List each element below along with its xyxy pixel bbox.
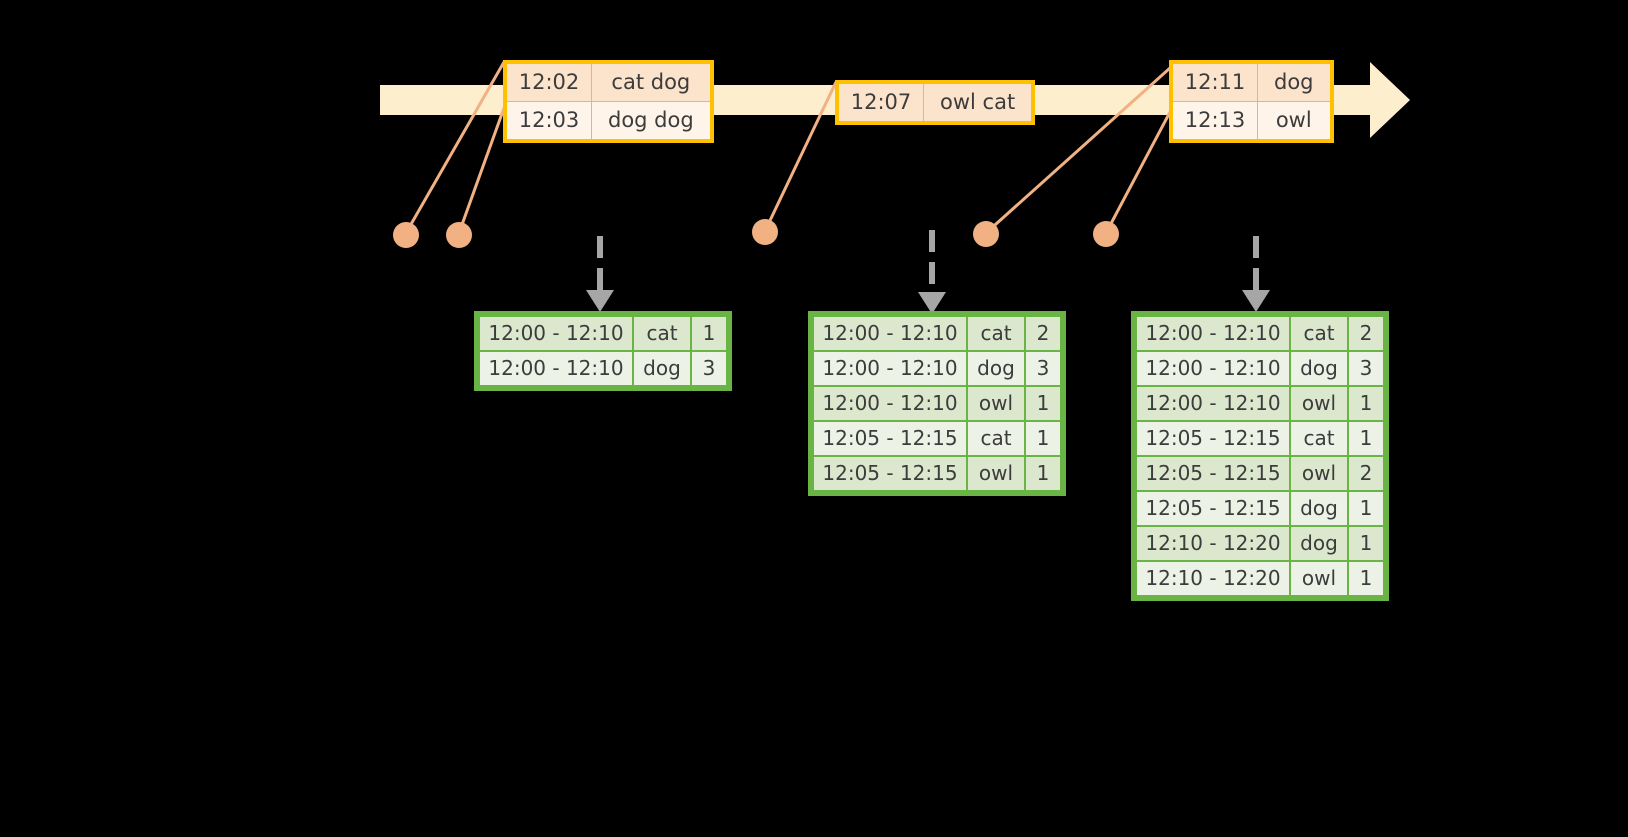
word-cell: owl	[1291, 457, 1347, 490]
window-cell: 12:00 - 12:10	[814, 317, 966, 350]
count-cell: 1	[1349, 562, 1383, 595]
table-row: 12:00 - 12:10 dog 3	[814, 352, 1060, 385]
window-cell: 12:05 - 12:15	[814, 422, 966, 455]
table-row: 12:10 - 12:20 owl 1	[1137, 562, 1383, 595]
window-cell: 12:05 - 12:15	[1137, 422, 1289, 455]
event-dot-3	[752, 219, 778, 245]
event-row: 12:13 owl	[1172, 101, 1331, 140]
result-table-2: 12:00 - 12:10 cat 2 12:00 - 12:10 dog 3 …	[808, 311, 1066, 496]
table-row: 12:00 - 12:10 dog 3	[1137, 352, 1383, 385]
count-cell: 1	[1349, 387, 1383, 420]
count-cell: 1	[1349, 527, 1383, 560]
table-row: 12:00 - 12:10 owl 1	[1137, 387, 1383, 420]
event-time: 12:03	[506, 101, 592, 140]
word-cell: dog	[1291, 352, 1347, 385]
result-arrows	[597, 230, 1259, 294]
event-time: 12:02	[506, 63, 592, 102]
count-cell: 2	[1026, 317, 1060, 350]
event-group-3: 12:11 dog 12:13 owl	[1169, 60, 1334, 143]
event-group-2: 12:07 owl cat	[835, 80, 1036, 125]
window-cell: 12:05 - 12:15	[1137, 457, 1289, 490]
event-words: dog	[1257, 63, 1331, 102]
event-words: owl cat	[922, 83, 1033, 122]
window-cell: 12:00 - 12:10	[480, 352, 632, 385]
count-cell: 3	[1349, 352, 1383, 385]
count-cell: 1	[1026, 422, 1060, 455]
table-row: 12:00 - 12:10 cat 2	[1137, 317, 1383, 350]
event-row: 12:07 owl cat	[838, 83, 1033, 122]
table-row: 12:05 - 12:15 cat 1	[814, 422, 1060, 455]
event-dot-4	[973, 221, 999, 247]
event-dot-5	[1093, 221, 1119, 247]
event-words: cat dog	[591, 63, 711, 102]
event-row: 12:03 dog dog	[506, 101, 711, 140]
event-time: 12:13	[1172, 101, 1258, 140]
event-row: 12:02 cat dog	[506, 63, 711, 102]
word-cell: owl	[1291, 387, 1347, 420]
window-cell: 12:05 - 12:15	[1137, 492, 1289, 525]
table-row: 12:10 - 12:20 dog 1	[1137, 527, 1383, 560]
word-cell: dog	[968, 352, 1024, 385]
window-cell: 12:10 - 12:20	[1137, 562, 1289, 595]
word-cell: owl	[968, 387, 1024, 420]
count-cell: 2	[1349, 457, 1383, 490]
count-cell: 1	[692, 317, 726, 350]
word-cell: cat	[1291, 422, 1347, 455]
table-row: 12:00 - 12:10 owl 1	[814, 387, 1060, 420]
table-row: 12:05 - 12:15 cat 1	[1137, 422, 1383, 455]
count-cell: 1	[1349, 422, 1383, 455]
window-cell: 12:00 - 12:10	[814, 387, 966, 420]
event-dot-1	[393, 222, 419, 248]
count-cell: 1	[1026, 387, 1060, 420]
window-cell: 12:00 - 12:10	[1137, 317, 1289, 350]
word-cell: dog	[1291, 527, 1347, 560]
table-row: 12:00 - 12:10 cat 2	[814, 317, 1060, 350]
word-cell: owl	[968, 457, 1024, 490]
count-cell: 1	[1026, 457, 1060, 490]
word-cell: cat	[968, 422, 1024, 455]
count-cell: 3	[1026, 352, 1060, 385]
word-cell: owl	[1291, 562, 1347, 595]
event-words: owl	[1257, 101, 1331, 140]
event-dots	[393, 219, 1119, 248]
word-cell: cat	[968, 317, 1024, 350]
count-cell: 1	[1349, 492, 1383, 525]
table-row: 12:00 - 12:10 cat 1	[480, 317, 726, 350]
event-time: 12:07	[838, 83, 924, 122]
count-cell: 3	[692, 352, 726, 385]
connector-5	[1104, 111, 1172, 234]
table-row: 12:00 - 12:10 dog 3	[480, 352, 726, 385]
connector-2	[457, 107, 506, 234]
event-group-1: 12:02 cat dog 12:03 dog dog	[503, 60, 714, 143]
event-row: 12:11 dog	[1172, 63, 1331, 102]
result-arrowhead-3	[1242, 290, 1270, 312]
word-cell: dog	[1291, 492, 1347, 525]
table-row: 12:05 - 12:15 owl 2	[1137, 457, 1383, 490]
event-words: dog dog	[591, 101, 711, 140]
window-cell: 12:00 - 12:10	[1137, 387, 1289, 420]
connector-1	[404, 61, 506, 234]
event-time: 12:11	[1172, 63, 1258, 102]
connector-3	[763, 81, 838, 232]
window-cell: 12:00 - 12:10	[814, 352, 966, 385]
result-table-3: 12:00 - 12:10 cat 2 12:00 - 12:10 dog 3 …	[1131, 311, 1389, 601]
window-cell: 12:00 - 12:10	[1137, 352, 1289, 385]
result-arrowhead-1	[586, 290, 614, 312]
count-cell: 2	[1349, 317, 1383, 350]
result-table-1: 12:00 - 12:10 cat 1 12:00 - 12:10 dog 3	[474, 311, 732, 391]
event-dot-2	[446, 222, 472, 248]
window-cell: 12:00 - 12:10	[480, 317, 632, 350]
word-cell: cat	[1291, 317, 1347, 350]
window-cell: 12:05 - 12:15	[814, 457, 966, 490]
word-cell: dog	[634, 352, 690, 385]
word-cell: cat	[634, 317, 690, 350]
window-cell: 12:10 - 12:20	[1137, 527, 1289, 560]
table-row: 12:05 - 12:15 dog 1	[1137, 492, 1383, 525]
table-row: 12:05 - 12:15 owl 1	[814, 457, 1060, 490]
